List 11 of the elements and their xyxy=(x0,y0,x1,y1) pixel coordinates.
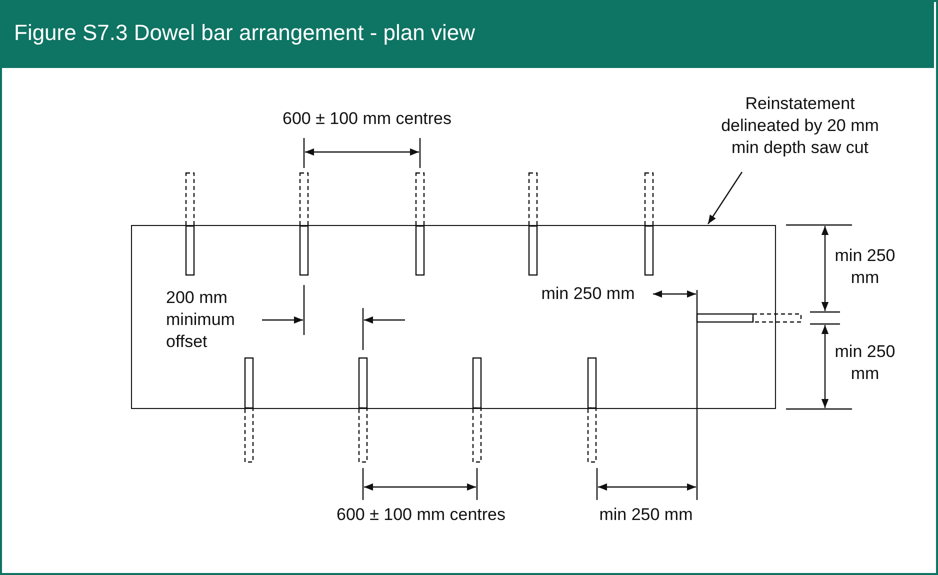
leader-line xyxy=(708,172,742,224)
dimension-label: min 250 mm xyxy=(834,245,896,289)
figure-title: Figure S7.3 Dowel bar arrangement - plan view xyxy=(14,20,476,46)
dimension-label: min 250 mm xyxy=(834,341,896,385)
dimension-label: min 250 mm xyxy=(598,504,694,526)
dimension-label: min 250 mm xyxy=(540,283,636,305)
dimension-label: 600 ± 100 mm centres xyxy=(335,504,507,526)
dimension-label: 600 ± 100 mm centres xyxy=(281,108,453,130)
dimension-label: 200 mm minimum offset xyxy=(166,287,236,353)
reinstatement-outline xyxy=(131,225,776,409)
note-text: Reinstatement delineated by 20 mm min depth saw cut xyxy=(715,93,885,159)
